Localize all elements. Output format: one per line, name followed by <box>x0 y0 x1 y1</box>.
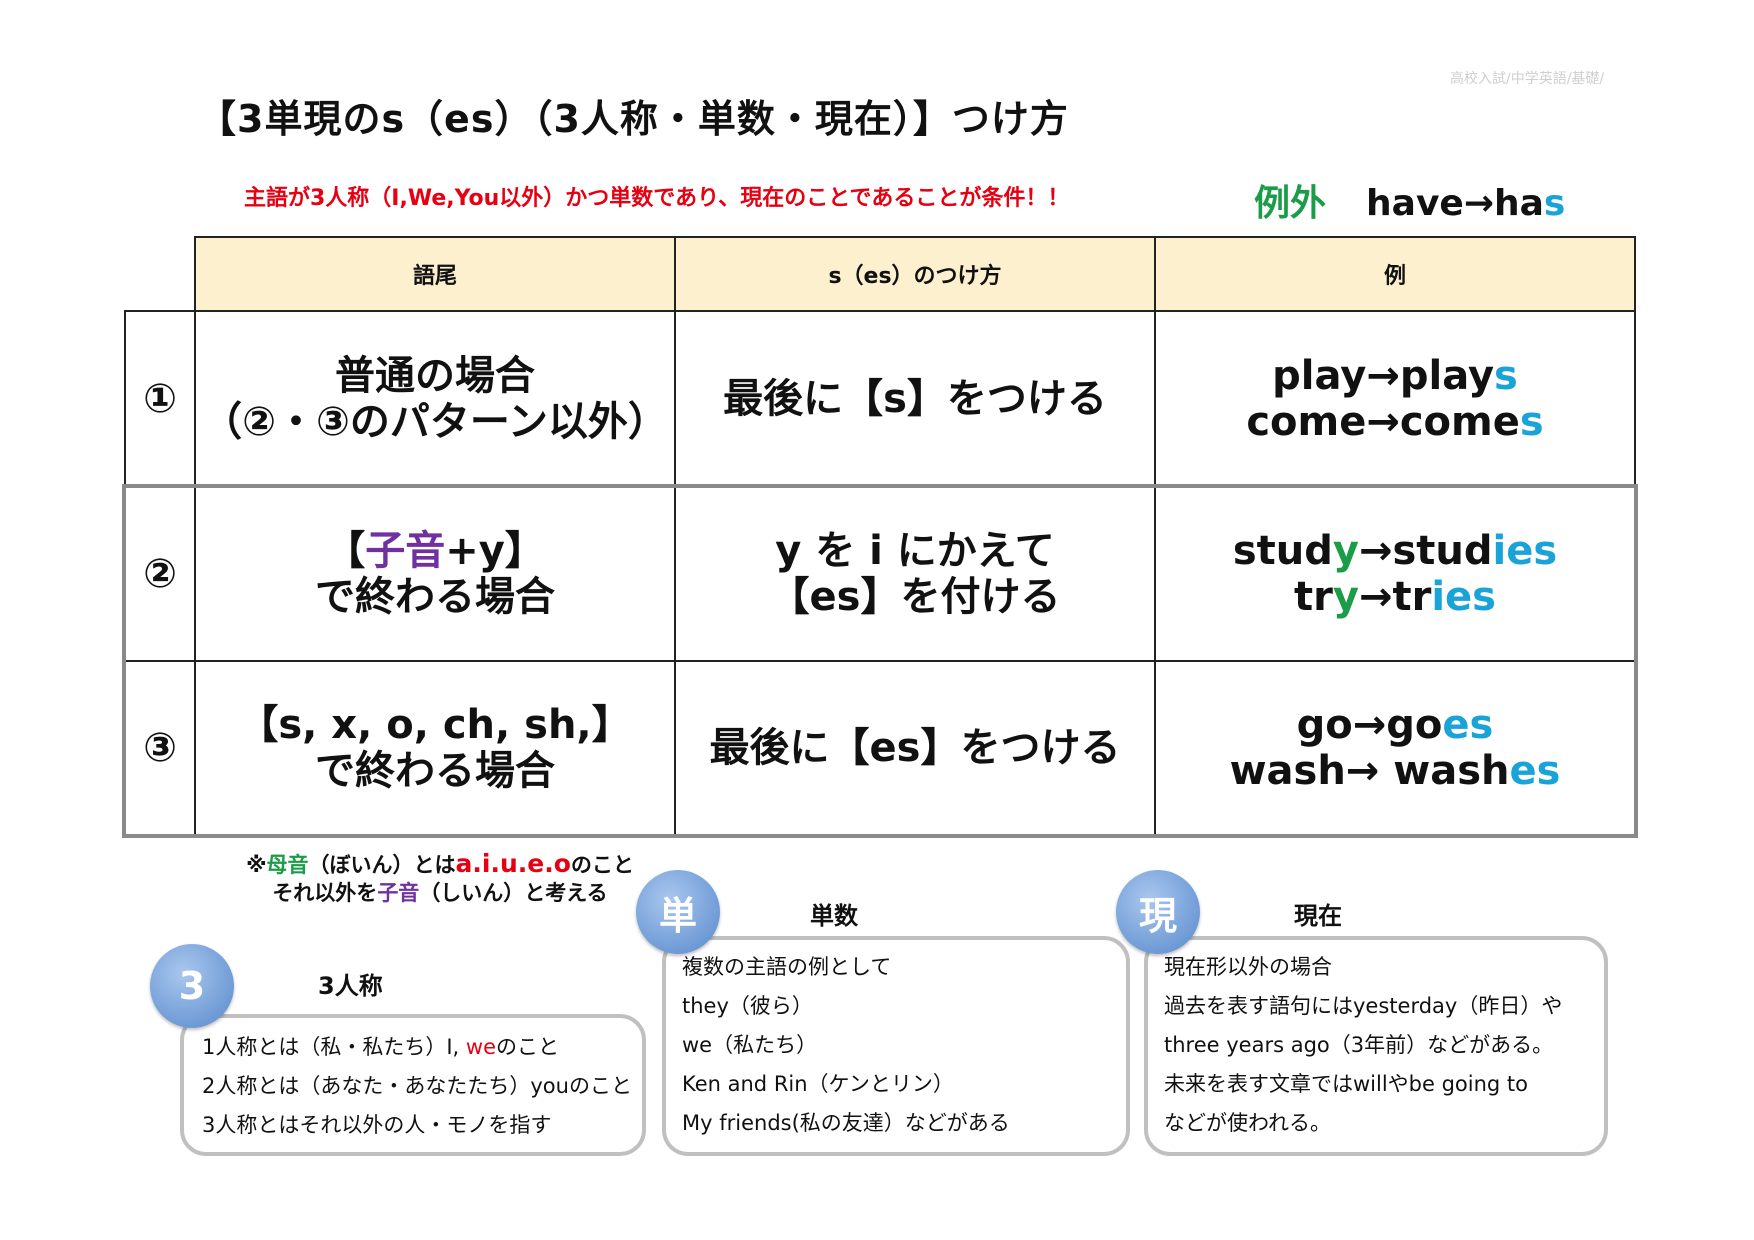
note-line: ※母音（ぼいん）とはa.i.u.e.oのこと <box>246 849 634 878</box>
singular-line: 複数の主語の例として <box>682 955 892 979</box>
ending-line: 【子音+y】 <box>325 528 545 574</box>
example-line: play→plays <box>1272 353 1518 399</box>
singular-heading: 単数 <box>810 902 858 930</box>
singular-line: we（私たち） <box>682 1033 818 1057</box>
person-box: 1人称とは（私・私たち）I, weのこと 2人称とは（あなた・あなたたち）you… <box>180 1014 646 1156</box>
row-ending: 普通の場合 （②・③のパターン以外） <box>194 310 676 488</box>
example-base: play→play <box>1272 353 1495 399</box>
example-line: wash→ washes <box>1229 748 1561 794</box>
singular-line: My friends(私の友達）などがある <box>682 1111 1010 1135</box>
example-suffix: s <box>1519 399 1544 445</box>
example-line: go→goes <box>1296 702 1494 748</box>
singular-line: Ken and Rin（ケンとリン） <box>682 1072 954 1096</box>
exception-note: 例外 have→has <box>1254 174 1565 226</box>
vowel-note: ※母音（ぼいん）とはa.i.u.e.oのこと それ以外を子音（しいん）と考える <box>240 850 640 907</box>
present-line: 現在形以外の場合 <box>1164 955 1332 979</box>
exception-suffix: s <box>1543 183 1566 224</box>
watermark: 高校入試/中学英語/基礎/ <box>1450 71 1605 87</box>
ending-line: 【s, x, o, ch, sh,】 <box>238 702 632 748</box>
row-number: ① <box>124 310 196 488</box>
exception-label: 例外 <box>1254 183 1327 224</box>
person-line: 3人称とはそれ以外の人・モノを指す <box>202 1113 552 1137</box>
example-suffix: s <box>1494 353 1518 399</box>
present-box: 現在形以外の場合 過去を表す語句にはyesterday（昨日）や three y… <box>1144 936 1608 1156</box>
ending-line: で終わる場合 <box>315 574 555 620</box>
exception-base: have→ha <box>1366 183 1544 224</box>
present-line: three years ago（3年前）などがある。 <box>1164 1033 1554 1057</box>
example-line: try→tries <box>1294 574 1496 620</box>
example-base: come→come <box>1246 399 1520 445</box>
present-line: などが使われる。 <box>1164 1111 1331 1135</box>
present-line: 未来を表す文章ではwillやbe going to <box>1164 1072 1529 1096</box>
header-example: 例 <box>1154 236 1636 312</box>
row-method: 最後に【es】をつける <box>674 660 1156 836</box>
ending-line: （②・③のパターン以外） <box>202 399 668 445</box>
row-example: study→studies try→tries <box>1154 486 1636 662</box>
singular-box: 複数の主語の例として they（彼ら） we（私たち） Ken and Rin（… <box>662 936 1130 1156</box>
row-method: 最後に【s】をつける <box>674 310 1156 488</box>
example-line: come→comes <box>1246 399 1543 445</box>
row-number: ② <box>124 486 196 662</box>
row-method: y を i にかえて 【es】を付ける <box>674 486 1156 662</box>
row-example: play→plays come→comes <box>1154 310 1636 488</box>
person-line: 1人称とは（私・私たち）I, weのこと <box>202 1035 560 1059</box>
row-example: go→goes wash→ washes <box>1154 660 1636 836</box>
present-circle-icon: 現 <box>1116 870 1200 954</box>
ending-line: で終わる場合 <box>315 748 555 794</box>
page-title: 【3単現のs（es）（3人称・単数・現在）】つけ方 <box>198 97 1069 141</box>
method-line: 【es】を付ける <box>769 574 1061 620</box>
header-ending: 語尾 <box>194 236 676 312</box>
singular-line: they（彼ら） <box>682 994 813 1018</box>
singular-circle-icon: 単 <box>636 870 720 954</box>
header-method: s（es）のつけ方 <box>674 236 1156 312</box>
rules-table: 語尾 s（es）のつけ方 例 ① 普通の場合 （②・③のパターン以外） 最後に【… <box>122 236 1638 838</box>
ending-line: 普通の場合 <box>335 353 535 399</box>
note-line: それ以外を子音（しいん）と考える <box>272 881 608 905</box>
example-line: study→studies <box>1232 528 1558 574</box>
row-number: ③ <box>124 660 196 836</box>
present-line: 過去を表す語句にはyesterday（昨日）や <box>1164 994 1563 1018</box>
person-heading: 3人称 <box>318 972 383 1000</box>
consonant-word: 子音 <box>365 528 446 574</box>
row-ending: 【s, x, o, ch, sh,】 で終わる場合 <box>194 660 676 836</box>
row-ending: 【子音+y】 で終わる場合 <box>194 486 676 662</box>
person-line: 2人称とは（あなた・あなたたち）youのこと <box>202 1074 632 1098</box>
method-line: y を i にかえて <box>775 528 1055 574</box>
person-circle-icon: 3 <box>150 944 234 1028</box>
condition-text: 主語が3人称（I,We,You以外）かつ単数であり、現在のことであることが条件！… <box>244 186 1070 211</box>
present-heading: 現在 <box>1294 902 1342 930</box>
